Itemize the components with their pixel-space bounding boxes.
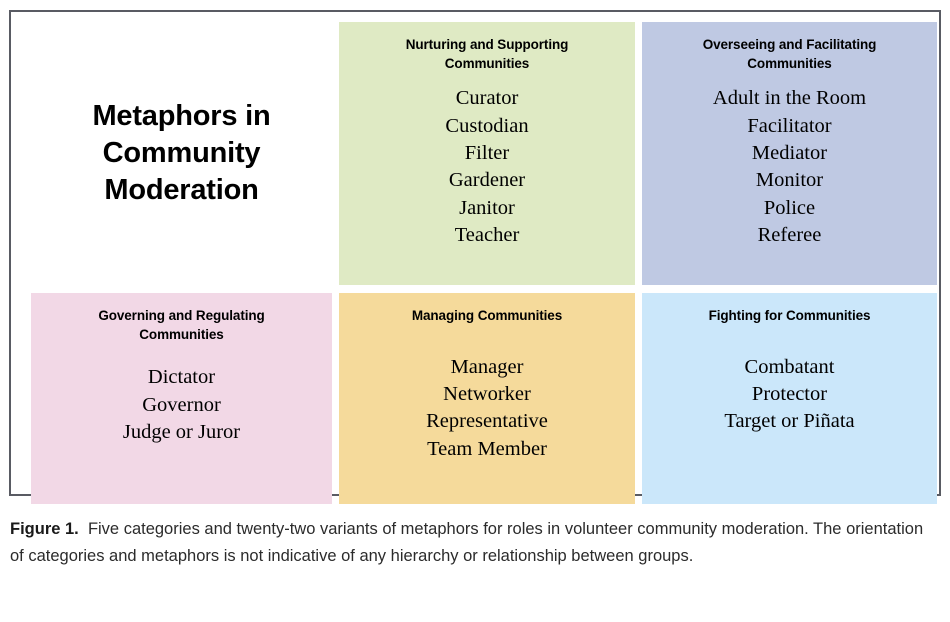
figure-title-line-1: Metaphors in [92, 99, 271, 132]
list-item: Adult in the Room [712, 87, 867, 110]
figure-caption-text: Five categories and twenty-two variants … [10, 520, 924, 565]
list-item: Monitor [755, 169, 824, 192]
list-item: Mediator [751, 141, 828, 164]
figure-frame: Metaphors in Community Moderation Nurtur… [9, 10, 941, 504]
list-item: Facilitator [747, 114, 832, 137]
category-cell-governing-and-regulating-communities: Governing and Regulating Communities Dic… [31, 293, 332, 504]
category-cell-nurturing-and-supporting-communities: Nurturing and Supporting Communities Cur… [339, 22, 635, 285]
list-item: Governor [142, 393, 221, 416]
list-item: Filter [464, 141, 510, 164]
category-header-line-1: Governing and Regulating [98, 308, 265, 323]
figure-caption: Figure 1. Five categories and twenty-two… [10, 516, 932, 569]
category-header-fighting-for-communities: Fighting for Communities [650, 307, 929, 326]
list-item: Referee [757, 224, 822, 247]
list-item: Dictator [147, 366, 216, 389]
list-item: Judge or Juror [122, 420, 241, 443]
list-item: Gardener [448, 169, 526, 192]
page-title: Metaphors in Community Moderation [92, 98, 270, 209]
category-header-line-1: Nurturing and Supporting [405, 37, 569, 52]
category-list-governing-and-regulating-communities: Dictator Governor Judge or Juror [39, 364, 324, 446]
category-list-nurturing-and-supporting-communities: Curator Custodian Filter Gardener Janito… [347, 85, 627, 249]
category-cell-overseeing-and-facilitating-communities: Overseeing and Facilitating Communities … [642, 22, 937, 285]
category-header-line-1: Managing Communities [411, 308, 563, 323]
list-item: Manager [450, 355, 524, 378]
list-item: Police [763, 196, 816, 219]
list-item: Janitor [459, 196, 515, 219]
category-list-managing-communities: Manager Networker Representative Team Me… [347, 354, 627, 463]
category-list-overseeing-and-facilitating-communities: Adult in the Room Facilitator Mediator M… [650, 85, 929, 249]
figure-title-cell: Metaphors in Community Moderation [31, 22, 332, 285]
category-header-line-2: Communities [444, 55, 530, 71]
figure-title-line-2: Community [102, 136, 261, 169]
list-item: Combatant [744, 355, 835, 378]
category-cell-fighting-for-communities: Fighting for Communities Combatant Prote… [642, 293, 937, 504]
category-cell-managing-communities: Managing Communities Manager Networker R… [339, 293, 635, 504]
list-item: Target or Piñata [724, 410, 855, 433]
category-header-overseeing-and-facilitating-communities: Overseeing and Facilitating Communities [650, 36, 929, 73]
list-item: Custodian [445, 114, 529, 137]
category-header-line-1: Overseeing and Facilitating [702, 37, 877, 52]
list-item: Teacher [454, 224, 520, 247]
category-header-line-2: Communities [139, 326, 224, 342]
metaphor-grid: Metaphors in Community Moderation Nurtur… [11, 12, 939, 504]
category-header-managing-communities: Managing Communities [347, 307, 627, 326]
list-item: Protector [751, 382, 828, 405]
category-header-line-2: Communities [747, 55, 832, 71]
category-list-fighting-for-communities: Combatant Protector Target or Piñata [650, 354, 929, 436]
category-header-nurturing-and-supporting-communities: Nurturing and Supporting Communities [347, 36, 627, 73]
category-header-governing-and-regulating-communities: Governing and Regulating Communities [39, 307, 324, 344]
list-item: Curator [455, 87, 519, 110]
list-item: Networker [443, 382, 531, 405]
figure-title-line-3: Moderation [104, 174, 259, 207]
category-header-line-1: Fighting for Communities [708, 308, 871, 323]
list-item: Team Member [427, 437, 547, 460]
list-item: Representative [426, 410, 548, 433]
figure-caption-label: Figure 1. [10, 520, 79, 538]
